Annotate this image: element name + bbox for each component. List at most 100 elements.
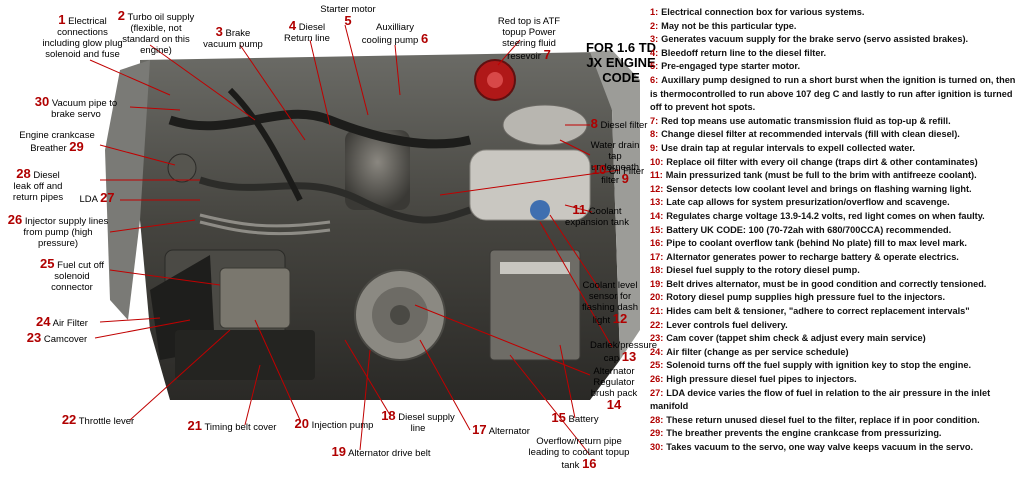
callout-label: Alternator Regulator brush pack <box>590 366 638 399</box>
legend-item-19: 19:Belt drives alternator, must be in go… <box>650 278 1020 292</box>
callout-number: 21 <box>187 418 202 433</box>
heading-line-3: CODE <box>602 70 640 85</box>
legend-text: Regulates charge voltage 13.9-14.2 volts… <box>666 210 985 221</box>
legend-number: 9: <box>650 142 659 153</box>
legend-number: 5: <box>650 61 659 72</box>
legend-number: 24: <box>650 346 664 357</box>
legend-text: Lever controls fuel delivery. <box>666 319 788 330</box>
callout-label: Darlek/pressure cap <box>590 340 658 364</box>
legend-item-12: 12:Sensor detects low coolant level and … <box>650 183 1020 197</box>
legend-item-3: 3:Generates vacuum supply for the brake … <box>650 33 1020 47</box>
callout-label: LDA <box>79 194 98 205</box>
legend-number: 21: <box>650 306 664 317</box>
pipes <box>168 109 472 149</box>
legend-item-20: 20:Rotory diesel pump supplies high pres… <box>650 291 1020 305</box>
callout-12: Coolant level sensor for flashing dash l… <box>576 280 644 326</box>
legend-number: 27: <box>650 387 664 398</box>
legend-item-18: 18:Diesel fuel supply to the rotory dies… <box>650 264 1020 278</box>
legend-number: 29: <box>650 428 664 439</box>
callout-11: 11 Coolant expansion tank <box>562 202 632 228</box>
legend-number: 23: <box>650 333 664 344</box>
legend-number: 10: <box>650 156 664 167</box>
callout-15: 15 Battery <box>550 411 600 425</box>
callout-13: Darlek/pressure cap 13 <box>590 340 657 364</box>
legend-text: Change diesel filter at recommended inte… <box>661 129 960 140</box>
callout-number: 22 <box>61 412 77 427</box>
legend-number: 28: <box>650 414 664 425</box>
callout-label: Injection pump <box>311 420 374 431</box>
legend-text: Belt drives alternator, must be in good … <box>666 278 987 289</box>
legend-item-11: 11:Main pressurized tank (must be full t… <box>650 169 1020 183</box>
callout-16: Overflow/return pipe leading to coolant … <box>520 436 638 471</box>
legend-item-15: 15:Battery UK CODE: 100 (70-72ah with 68… <box>650 224 1020 238</box>
callout-26: 26 Injector supply lines from pump (high… <box>6 212 110 249</box>
legend-item-8: 8:Change diesel filter at recommended in… <box>650 128 1020 142</box>
legend-number: 26: <box>650 374 664 385</box>
legend-text: Auxillary pump designed to run a short b… <box>650 74 1016 113</box>
callout-number: 20 <box>294 416 310 431</box>
legend-text: May not be this particular type. <box>661 20 797 31</box>
callout-19: 19 Alternator drive belt <box>316 444 446 459</box>
callout-number: 6 <box>420 31 429 46</box>
callout-10: 10 Oil Filter <box>590 162 646 177</box>
legend-text: Takes vacuum to the servo, one way valve… <box>666 442 974 452</box>
legend-text: High pressure diesel fuel pipes to injec… <box>666 374 857 385</box>
legend-text: The breather prevents the engine crankca… <box>666 428 942 439</box>
callout-label: Fuel cut off solenoid connector <box>51 260 104 293</box>
callout-4: 4 Diesel Return line <box>282 19 332 44</box>
legend-text: Rotory diesel pump supplies high pressur… <box>666 292 946 303</box>
legend-number: 18: <box>650 265 664 276</box>
legend-text: Air filter (change as per service schedu… <box>666 346 849 357</box>
callout-number: 11 <box>572 202 587 217</box>
callout-17: 17 Alternator <box>466 423 536 437</box>
legend-text: Replace oil filter with every oil change… <box>666 156 978 167</box>
legend-item-13: 13:Late cap allows for system presurizat… <box>650 196 1020 210</box>
legend-number: 15: <box>650 224 664 235</box>
callout-label: Overflow/return pipe leading to coolant … <box>528 436 630 471</box>
legend-item-2: 2:May not be this particular type. <box>650 20 1020 34</box>
legend-item-24: 24:Air filter (change as per service sch… <box>650 346 1020 360</box>
legend-text: LDA device varies the flow of fuel in re… <box>650 387 991 412</box>
legend-number: 16: <box>650 238 664 249</box>
callout-22: 22 Throttle lever <box>58 412 138 427</box>
engine-code-heading: FOR 1.6 TD JX ENGINE CODE <box>578 40 664 85</box>
callout-14: Alternator Regulator brush pack 14 <box>584 366 644 412</box>
callout-number: 19 <box>331 444 346 459</box>
engine-bay-photo <box>89 24 640 456</box>
callout-label: Alternator <box>488 426 530 437</box>
legend-item-22: 22:Lever controls fuel delivery. <box>650 319 1020 333</box>
legend-item-30: 30:Takes vacuum to the servo, one way va… <box>650 441 1020 455</box>
callout-number: 24 <box>36 314 51 329</box>
legend-number: 22: <box>650 319 664 330</box>
callout-27: LDA 27 <box>72 191 122 205</box>
callout-number: 9 <box>621 171 629 186</box>
legend-item-27: 27:LDA device varies the flow of fuel in… <box>650 387 1020 414</box>
callout-number: 10 <box>591 162 607 177</box>
wing-left <box>105 60 150 320</box>
callout-20: 20 Injection pump <box>294 416 374 431</box>
callout-8: 8 Diesel filter <box>588 117 650 131</box>
legend-item-23: 23:Cam cover (tappet shim check & adjust… <box>650 332 1020 346</box>
injection-pump-shape <box>219 267 291 329</box>
legend-item-4: 4:Bleedoff return line to the diesel fil… <box>650 47 1020 61</box>
callout-label: Oil Filter <box>608 166 645 177</box>
coolant-tank-shape <box>469 149 591 221</box>
callout-label: Alternator drive belt <box>348 448 431 459</box>
legend-item-6: 6:Auxillary pump designed to run a short… <box>650 74 1020 115</box>
legend-text: Red top means use automatic transmission… <box>661 115 951 126</box>
callout-label: Brake vacuum pump <box>203 28 263 50</box>
callout-label: Coolant level sensor for flashing dash l… <box>582 280 638 326</box>
callout-30: 30 Vacuum pipe to brake servo <box>24 95 128 120</box>
legend-text: These return unused diesel fuel to the f… <box>666 414 980 425</box>
callout-number: 25 <box>40 256 55 271</box>
callout-number: 26 <box>7 212 23 227</box>
legend-number: 1: <box>650 7 659 17</box>
heading-line-2: JX ENGINE <box>586 55 656 70</box>
callout-label: Diesel leak off and return pipes <box>12 170 64 203</box>
legend-item-16: 16:Pipe to coolant overflow tank (behind… <box>650 237 1020 251</box>
callout-number: 13 <box>621 349 637 364</box>
legend-number: 19: <box>650 278 664 289</box>
callout-number: 14 <box>606 397 622 412</box>
heading-line-1: FOR 1.6 TD <box>585 40 657 55</box>
callout-label: Water drain tap underneath filter <box>590 140 640 186</box>
